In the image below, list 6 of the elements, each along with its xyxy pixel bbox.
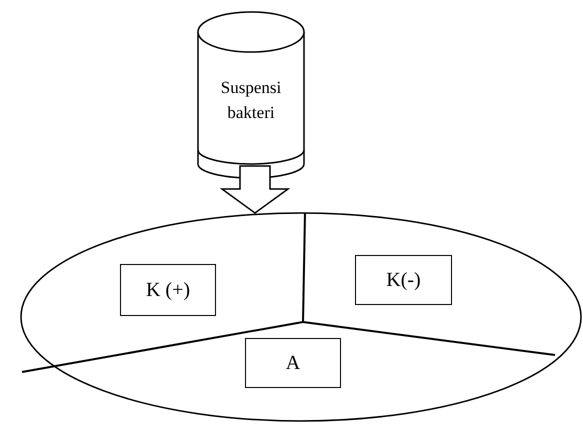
zone-label: A — [245, 338, 341, 388]
block-arrow — [220, 165, 290, 214]
zone-label: K(-) — [355, 255, 452, 305]
container-label: Suspensi bakteri — [220, 77, 282, 124]
petri-dish — [20, 212, 582, 422]
zone-label: K (+) — [120, 264, 216, 316]
